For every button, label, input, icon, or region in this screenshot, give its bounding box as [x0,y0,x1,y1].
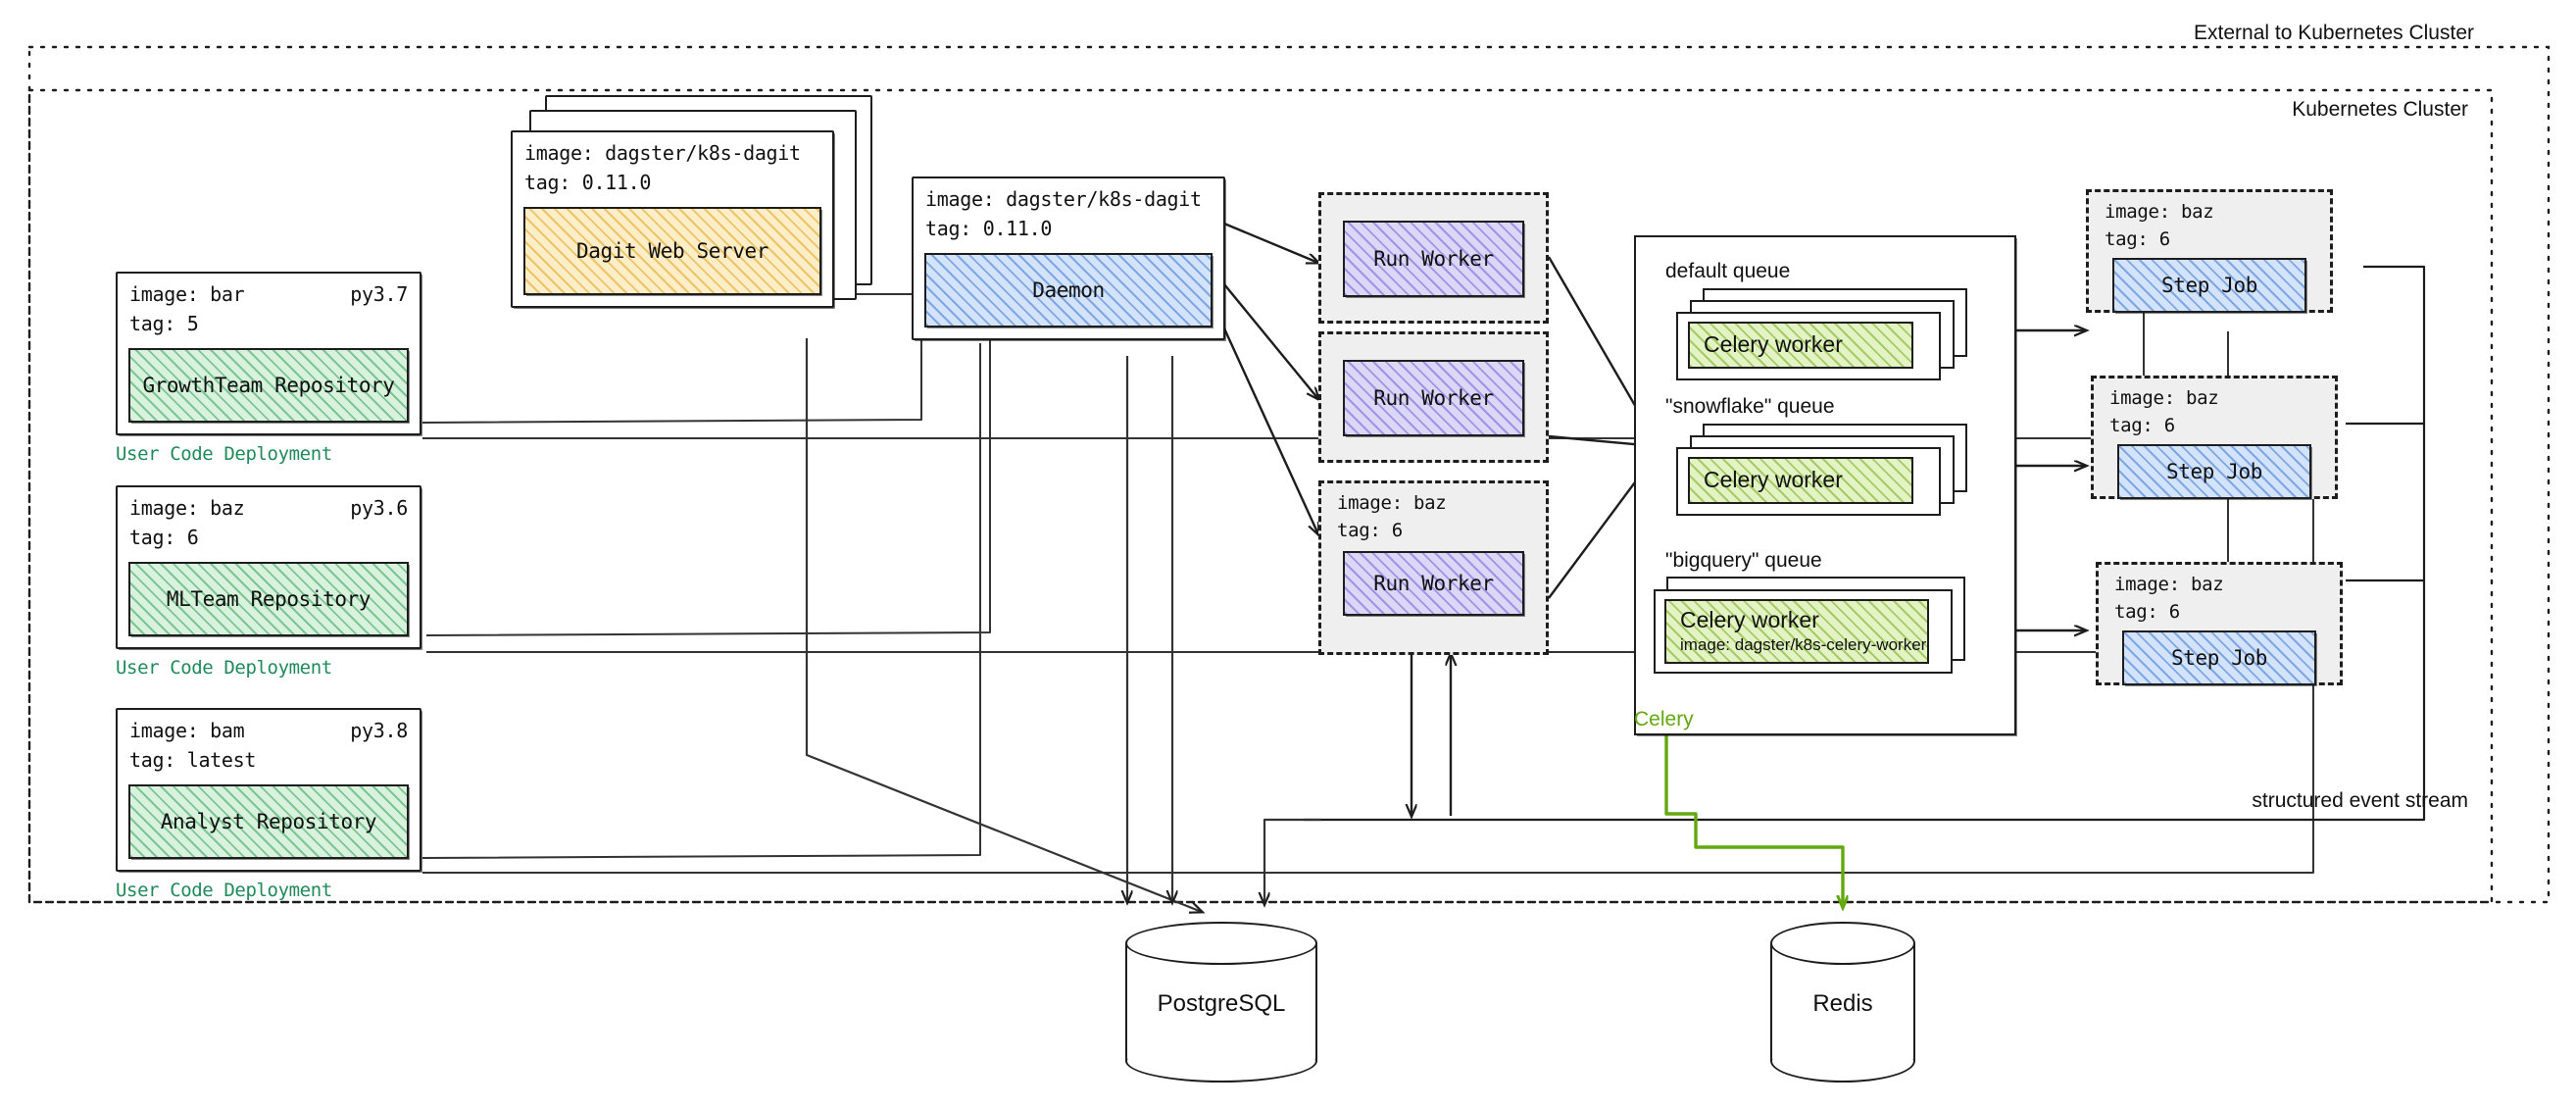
user-code-deployment-analyst[interactable]: image: bam py3.8 tag: latest Analyst Rep… [116,708,421,873]
pod-meta: image: baz [2109,387,2219,409]
tag-text: tag: 0.11.0 [925,216,1053,240]
step-job-box[interactable]: Step Job [2117,444,2311,500]
run-worker-box[interactable]: Run Worker [1343,551,1524,617]
step-job-3[interactable]: image: baz tag: 6 Step Job [2096,562,2343,686]
run-worker-box[interactable]: Run Worker [1343,360,1524,436]
step-job-1[interactable]: image: baz tag: 6 Step Job [2086,189,2333,314]
image-text: image: dagster/k8s-dagit [524,141,801,165]
python-version-text: py3.8 [350,719,408,742]
tag-text: tag: latest [129,747,257,772]
celery-worker-snowflake[interactable]: Celery worker [1688,457,1913,504]
database-label: PostgreSQL [1157,990,1286,1017]
label-structured-event-stream: structured event stream [2252,789,2468,812]
postgresql-database[interactable]: PostgreSQL [1125,922,1317,1083]
step-job-2[interactable]: image: baz tag: 6 Step Job [2091,376,2338,500]
celery-worker-default[interactable]: Celery worker [1688,322,1913,369]
queue-label-default: default queue [1665,260,1791,282]
dagit-web-server-box[interactable]: Dagit Web Server [523,207,821,296]
celery-worker-image: image: dagster/k8s-celery-worker [1680,635,1927,655]
pod-tag: tag: 6 [2109,414,2175,436]
pod-meta: image: baz py3.6 [118,487,420,526]
deployment-label-analyst: User Code Deployment [116,880,332,901]
region-label-cluster: Kubernetes Cluster [2292,98,2468,121]
celery-worker-title: Celery worker [1704,331,1843,358]
pod-meta: image: bam py3.8 [118,710,420,748]
pod-meta: image: dagster/k8s-dagit [914,178,1223,217]
tag-text: tag: 0.11.0 [524,170,652,194]
repository-box[interactable]: MLTeam Repository [128,562,409,637]
celery-worker-title: Celery worker [1680,607,1819,633]
daemon-box[interactable]: Daemon [924,253,1213,328]
queue-label-snowflake: "snowflake" queue [1665,395,1835,418]
region-label-external: External to Kubernetes Cluster [2194,22,2474,44]
pod-tag: tag: 6 [1337,519,1403,541]
image-text: image: bam [129,719,245,742]
deployment-label-mlteam: User Code Deployment [116,657,332,679]
python-version-text: py3.7 [350,282,408,306]
pod-meta: image: bar py3.7 [118,274,420,312]
repository-box[interactable]: Analyst Repository [128,784,409,860]
dagit-web-server-pod[interactable]: image: dagster/k8s-dagit tag: 0.11.0 Dag… [511,130,834,309]
deployment-label-growthteam: User Code Deployment [116,443,332,465]
repository-box[interactable]: GrowthTeam Repository [128,348,409,424]
run-worker-box[interactable]: Run Worker [1343,221,1524,297]
celery-worker-bigquery[interactable]: Celery worker image: dagster/k8s-celery-… [1664,599,1929,664]
tag-text: tag: 6 [129,525,199,549]
cylinder-top [1770,922,1915,965]
pod-meta: image: dagster/k8s-dagit [513,132,832,171]
database-label: Redis [1812,990,1873,1017]
pod-meta: image: baz [2105,201,2214,223]
pod-tag: tag: 6 [2114,600,2180,623]
redis-database[interactable]: Redis [1770,922,1915,1083]
celery-label: Celery [1634,708,1694,730]
tag-text: tag: 5 [129,311,199,335]
celery-worker-title: Celery worker [1704,467,1843,493]
image-text: image: dagster/k8s-dagit [925,187,1202,211]
cylinder-top [1125,922,1317,965]
user-code-deployment-mlteam[interactable]: image: baz py3.6 tag: 6 MLTeam Repositor… [116,485,421,650]
image-text: image: baz [129,496,245,520]
image-text: image: bar [129,282,245,306]
run-worker-job-1[interactable]: Run Worker [1318,192,1549,324]
step-job-box[interactable]: Step Job [2112,258,2306,314]
pod-tag: tag: 6 [2105,227,2170,250]
run-worker-job-3[interactable]: image: baz tag: 6 Run Worker [1318,480,1549,655]
user-code-deployment-growthteam[interactable]: image: bar py3.7 tag: 5 GrowthTeam Repos… [116,272,421,436]
pod-meta: image: baz [1337,492,1447,514]
python-version-text: py3.6 [350,496,408,520]
queue-label-bigquery: "bigquery" queue [1665,549,1822,572]
daemon-pod[interactable]: image: dagster/k8s-dagit tag: 0.11.0 Dae… [912,176,1225,341]
pod-meta: image: baz [2114,574,2224,595]
step-job-box[interactable]: Step Job [2122,630,2316,686]
run-worker-job-2[interactable]: Run Worker [1318,331,1549,463]
